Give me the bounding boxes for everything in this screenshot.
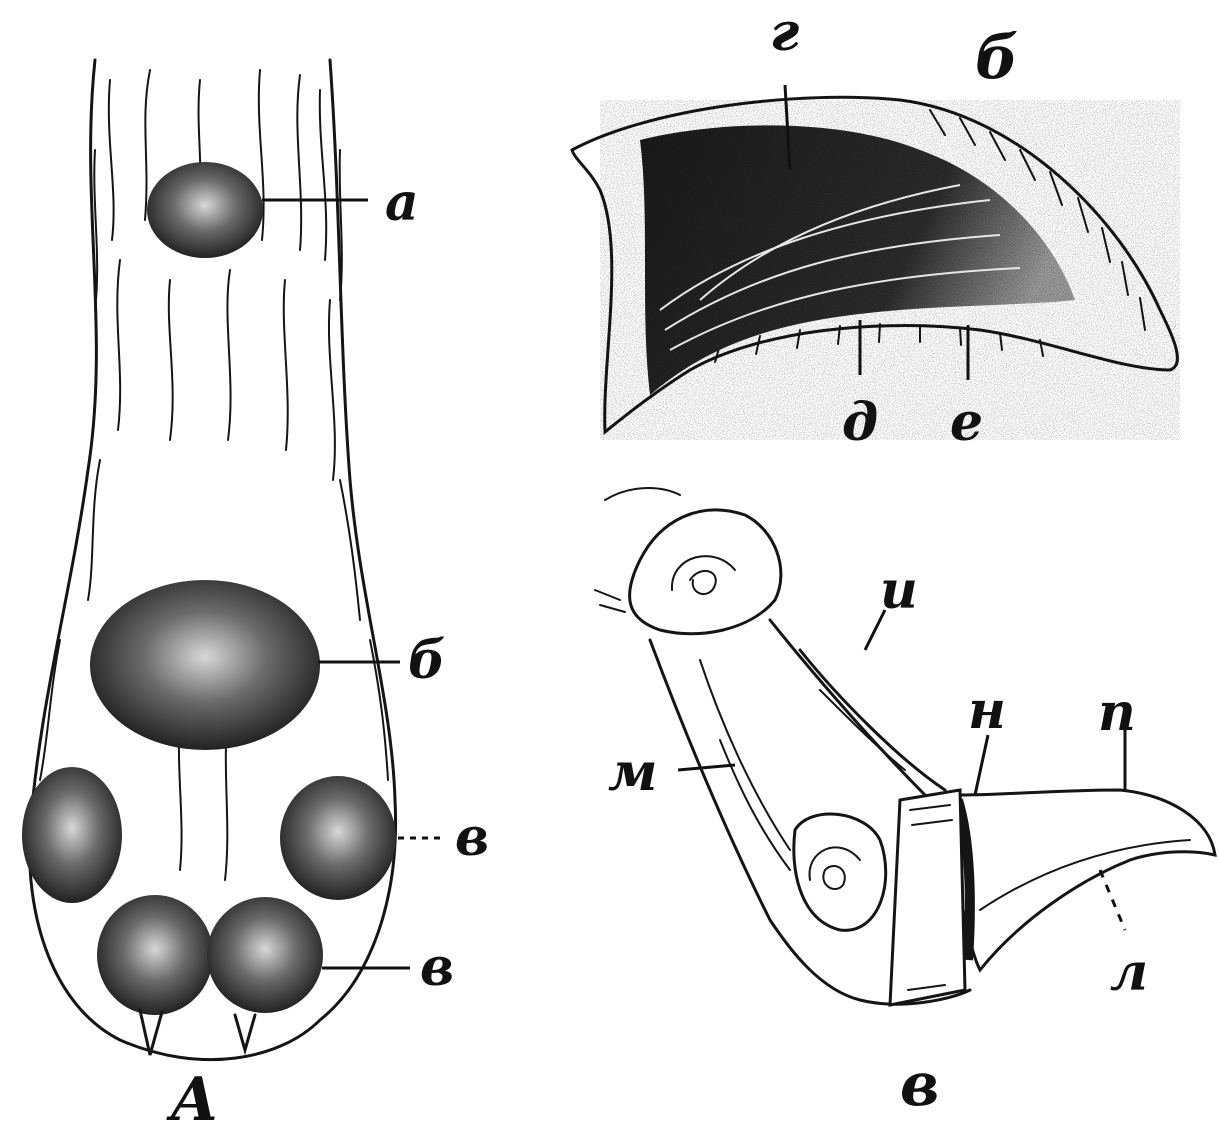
leader-line-m: [678, 765, 735, 770]
paw-label-b: б: [408, 630, 446, 691]
claw-label-e: е: [950, 392, 983, 453]
toe-label-l: л: [1110, 942, 1148, 1003]
paw-label-v2: в: [420, 937, 454, 998]
toe-caption: в: [900, 1050, 939, 1120]
digital-pad-bottom-right: [207, 897, 323, 1013]
toe-label-i: и: [880, 560, 918, 621]
claw-caption: б: [975, 23, 1018, 93]
paw-panel: а б в в А: [22, 60, 489, 1133]
claw-label-d: д: [842, 392, 878, 453]
leader-line-n: [975, 735, 988, 795]
leader-line-l: [1100, 870, 1125, 930]
claw-label-g: г: [770, 2, 799, 63]
paw-label-a: а: [385, 172, 419, 233]
carpal-pad: [147, 162, 263, 258]
digital-pad-left: [22, 767, 122, 903]
toe-label-p: п: [1098, 682, 1136, 743]
claw-section-panel: г д е б: [572, 2, 1180, 453]
paw-caption: А: [166, 1065, 219, 1133]
claw-bone: [955, 790, 1215, 970]
paw-label-v1: в: [455, 807, 489, 868]
toe-label-m: м: [608, 742, 657, 803]
digital-pad-right: [280, 776, 396, 900]
toe-bones-panel: и м н п л в: [595, 488, 1215, 1120]
toe-label-n: н: [968, 680, 1006, 741]
digital-pad-bottom-left: [97, 895, 213, 1015]
metacarpal-pad: [90, 580, 320, 750]
